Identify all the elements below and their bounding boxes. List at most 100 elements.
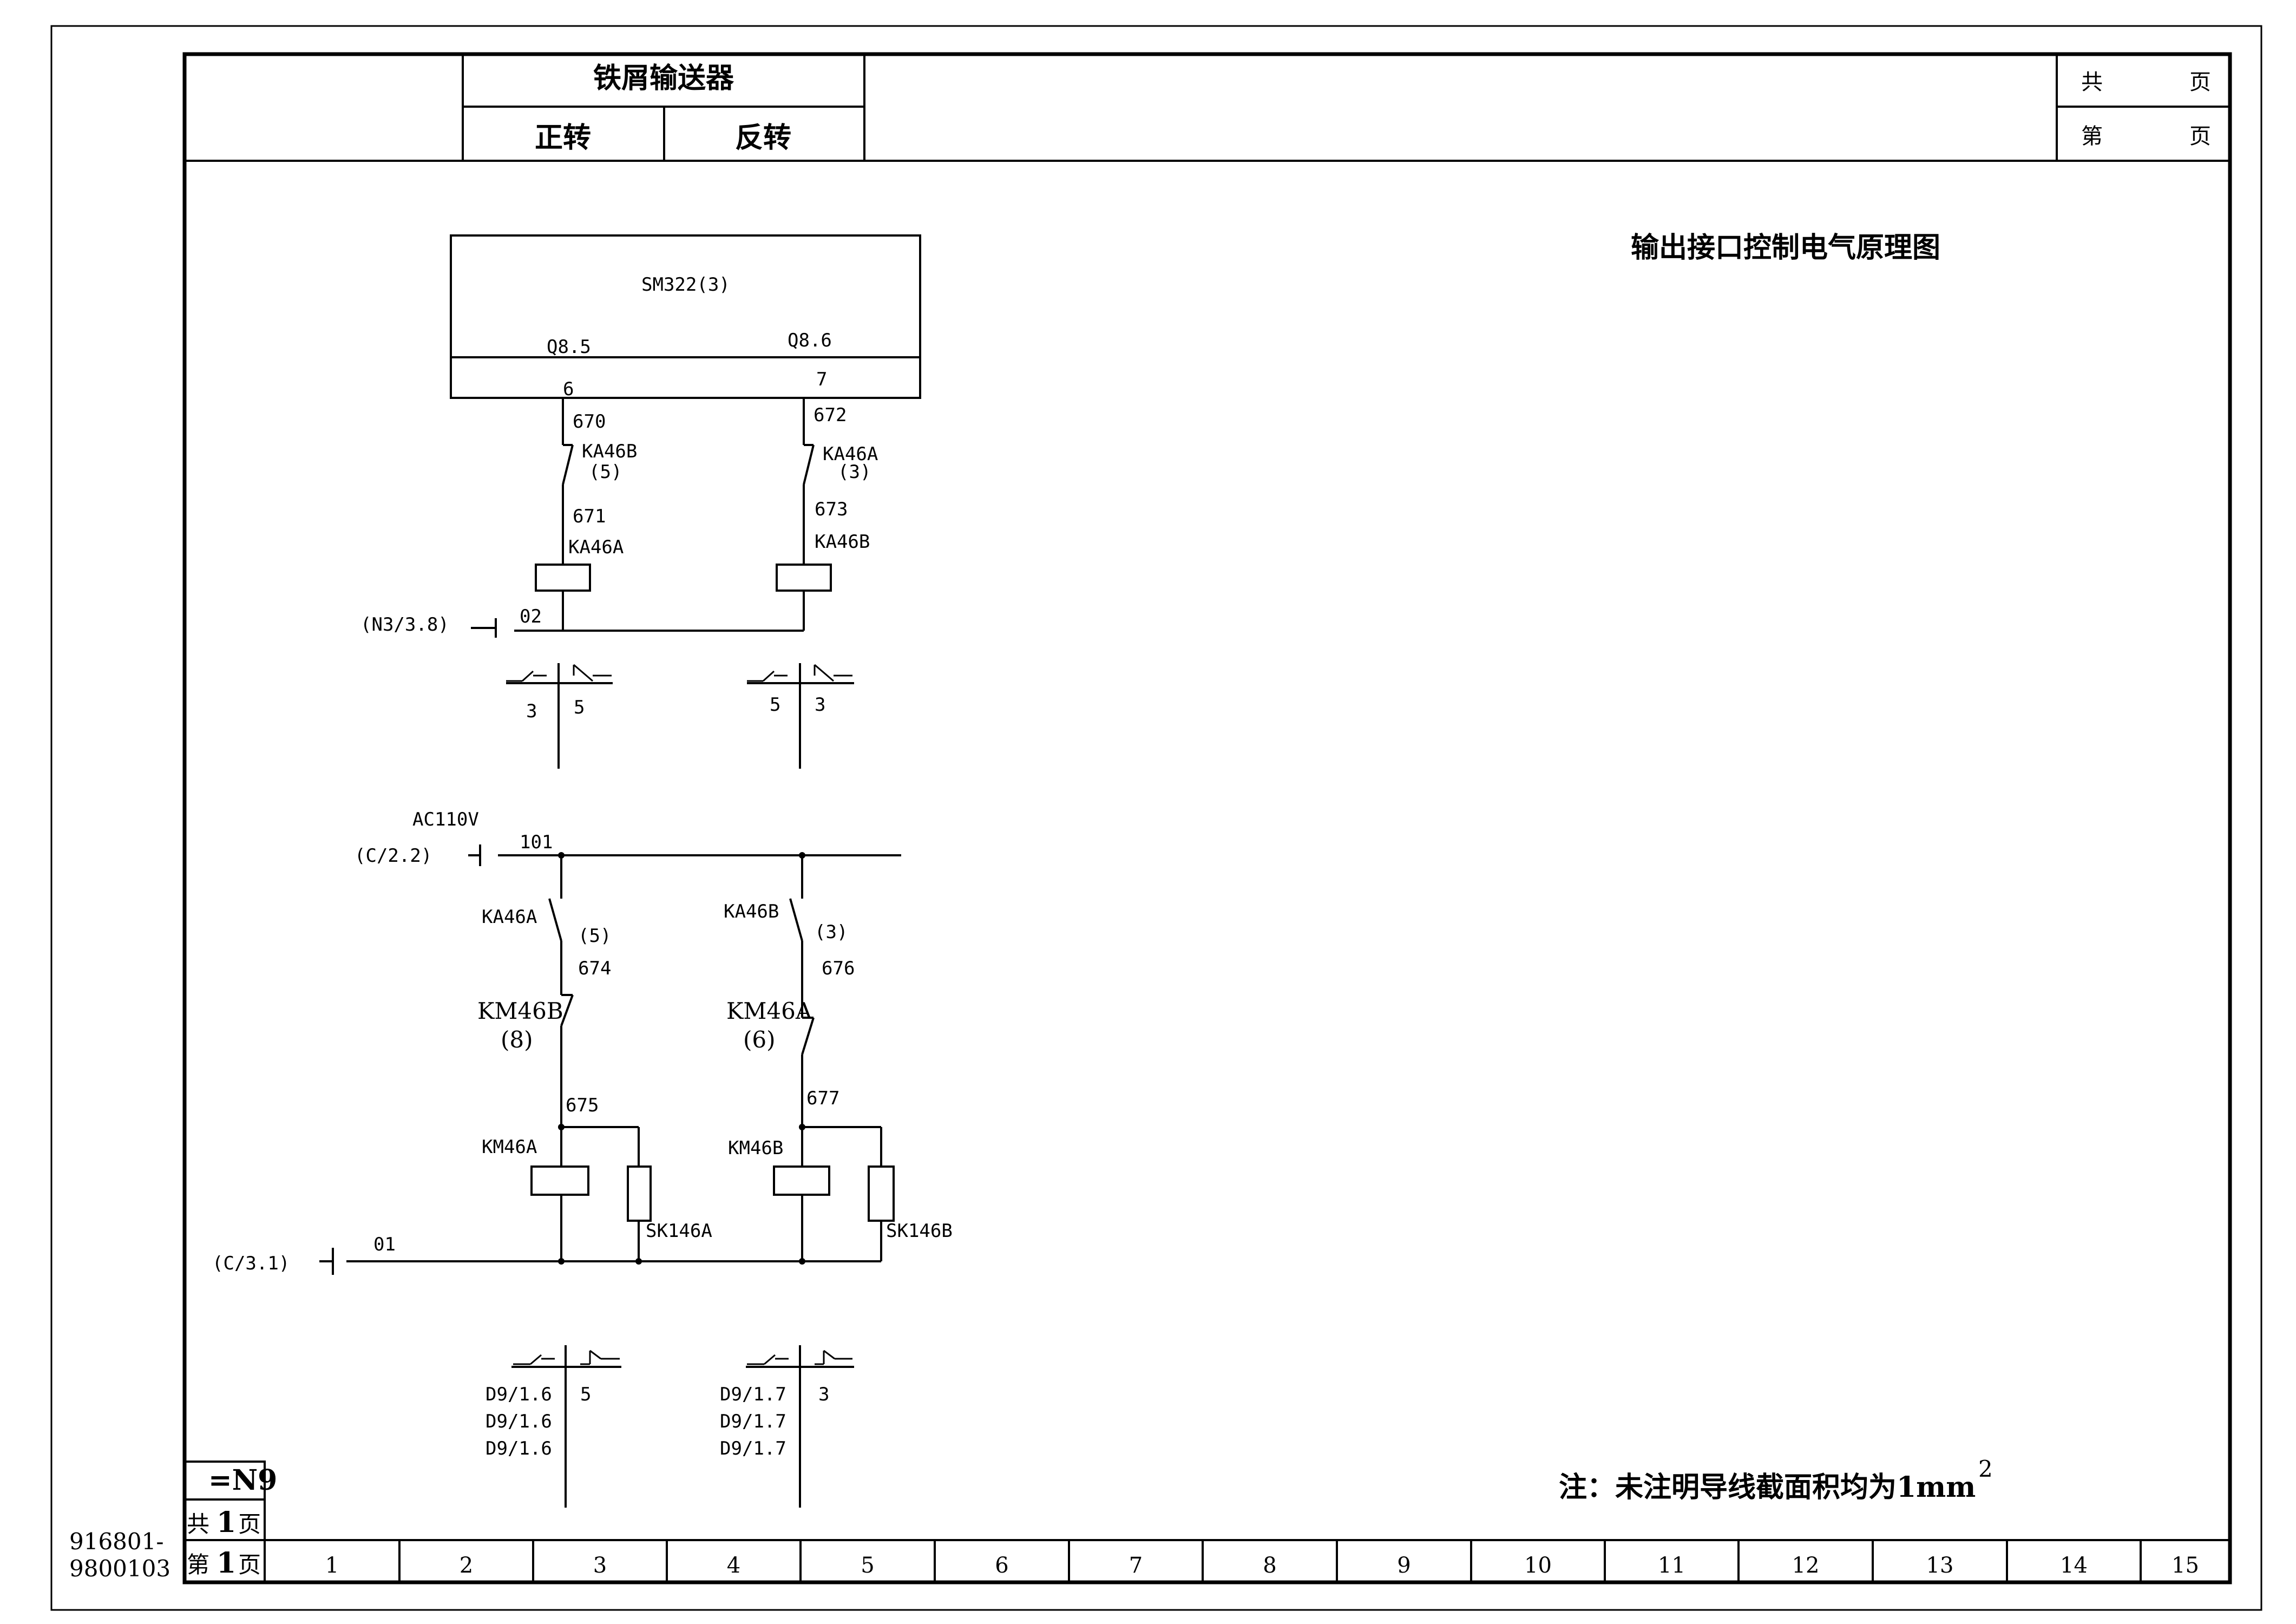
relay-coil-ka46b (776, 564, 832, 592)
column-label: 2 (460, 1553, 473, 1578)
page-label: 第 (2081, 124, 2103, 149)
title-page-suffix: 页 (238, 1551, 261, 1578)
interlock-km46b-pos: (8) (501, 1026, 533, 1053)
wire-673: 673 (815, 499, 848, 520)
wire-101: 101 (520, 831, 553, 853)
xref-right-2: D9/1.7 (720, 1411, 786, 1432)
page-suffix: 页 (2189, 124, 2211, 149)
coil-km46a-label: KM46A (482, 1136, 537, 1158)
wire-676: 676 (822, 958, 855, 979)
supply-voltage: AC110V (412, 809, 479, 830)
title-block (183, 1461, 266, 1583)
contact-ka46b: KA46B (582, 441, 637, 462)
column-label: 14 (2060, 1553, 2088, 1578)
xref1-no: 5 (574, 697, 585, 718)
xref-left-1: D9/1.6 (486, 1384, 552, 1405)
xref-right-1: D9/1.7 (720, 1384, 786, 1405)
n-reference: (N3/3.8) (360, 614, 449, 636)
plc-output-q85: Q8.5 (547, 336, 591, 358)
xref1-nc: 3 (526, 700, 537, 722)
wire-674: 674 (578, 958, 611, 979)
title-page-num: 1 (217, 1547, 236, 1580)
wire-675: 675 (566, 1095, 599, 1116)
page-border (50, 25, 2262, 1611)
plc-module-name: SM322(3) (641, 274, 730, 296)
contact-ka46a-pos: (3) (838, 461, 871, 483)
wire-672: 672 (814, 404, 847, 426)
plc-output-q86: Q8.6 (788, 330, 832, 351)
title-page-prefix: 第 (187, 1551, 209, 1578)
interlock-ka46a: KA46A (482, 906, 537, 928)
column-label: 5 (861, 1553, 874, 1578)
sk146b-label: SK146B (886, 1220, 953, 1242)
interlock-ka46b-pos: (3) (815, 921, 848, 943)
column-label: 15 (2172, 1553, 2199, 1578)
header-reverse: 反转 (735, 121, 791, 154)
plc-module (450, 234, 921, 399)
column-label: 13 (1926, 1553, 1954, 1578)
wire-01: 01 (373, 1234, 396, 1255)
header-forward: 正转 (535, 121, 591, 154)
total-pages-label: 共 (2081, 70, 2103, 95)
column-label: 6 (995, 1553, 1008, 1578)
title-total-prefix: 共 (187, 1511, 209, 1537)
c-reference-bottom: (C/3.1) (212, 1253, 290, 1274)
plc-terminal-6: 6 (563, 378, 574, 400)
drawing-number-2: 9800103 (69, 1555, 170, 1582)
column-label: 1 (325, 1553, 339, 1578)
xref-left-2: D9/1.6 (486, 1411, 552, 1432)
interlock-ka46a-pos: (5) (578, 925, 611, 947)
c-reference-top: (C/2.2) (355, 845, 432, 867)
contactor-xref-km46a (511, 1345, 621, 1508)
column-label: 7 (1129, 1553, 1143, 1578)
coil-ka46a-label: KA46A (568, 536, 624, 558)
column-label: 11 (1658, 1553, 1685, 1578)
wire-02: 02 (520, 606, 542, 627)
total-pages-suffix: 页 (2189, 70, 2211, 95)
xref-right-contact: 3 (818, 1384, 829, 1405)
sk146a-label: SK146A (646, 1220, 712, 1242)
xref-left-3: D9/1.6 (486, 1438, 552, 1459)
power-branch-right (773, 855, 895, 1261)
plc-terminal-7: 7 (816, 369, 827, 390)
column-label: 8 (1263, 1553, 1276, 1578)
contact-xref-ka46a (506, 663, 613, 769)
drawing-title: 输出接口控制电气原理图 (1631, 231, 1940, 264)
relay-coil-ka46a (535, 564, 591, 592)
interlock-km46b: KM46B (477, 998, 563, 1024)
column-label: 4 (727, 1553, 740, 1578)
contact-ka46b-pos: (5) (589, 461, 622, 483)
xref2-no: 3 (815, 694, 825, 716)
suppressor-sk146b (868, 1165, 895, 1222)
contactor-coil-km46b (773, 1165, 830, 1196)
column-label: 10 (1524, 1553, 1552, 1578)
column-label: 3 (593, 1553, 607, 1578)
note-superscript: 2 (1978, 1456, 1993, 1482)
interlock-ka46b: KA46B (724, 901, 779, 922)
xref-left-contact: 5 (580, 1384, 591, 1405)
drawing-number-1: 916801- (69, 1528, 164, 1555)
header-device: 铁屑输送器 (593, 62, 734, 95)
interlock-km46a-pos: (6) (743, 1026, 776, 1053)
wire-670: 670 (573, 411, 606, 433)
contact-ka46a: KA46A (823, 443, 878, 465)
xref-right-3: D9/1.7 (720, 1438, 786, 1459)
title-total-num: 1 (217, 1506, 236, 1539)
xref2-nc: 5 (770, 694, 780, 716)
control-branch-left (535, 398, 591, 631)
contactor-coil-km46a (530, 1165, 589, 1196)
note-text: 注：未注明导线截面积均为1mm (1559, 1471, 1976, 1504)
drawing-frame (182, 52, 2232, 1584)
contactor-xref-km46b (746, 1345, 854, 1508)
wire-677: 677 (806, 1088, 839, 1109)
title-code: =N9 (208, 1464, 277, 1497)
control-branch-right (776, 398, 832, 631)
column-label: 12 (1792, 1553, 1820, 1578)
contact-xref-ka46b (747, 663, 854, 769)
interlock-km46a: KM46A (726, 998, 812, 1024)
title-total-suffix: 页 (238, 1511, 261, 1537)
coil-km46b-label: KM46B (728, 1137, 783, 1159)
column-label: 9 (1397, 1553, 1411, 1578)
